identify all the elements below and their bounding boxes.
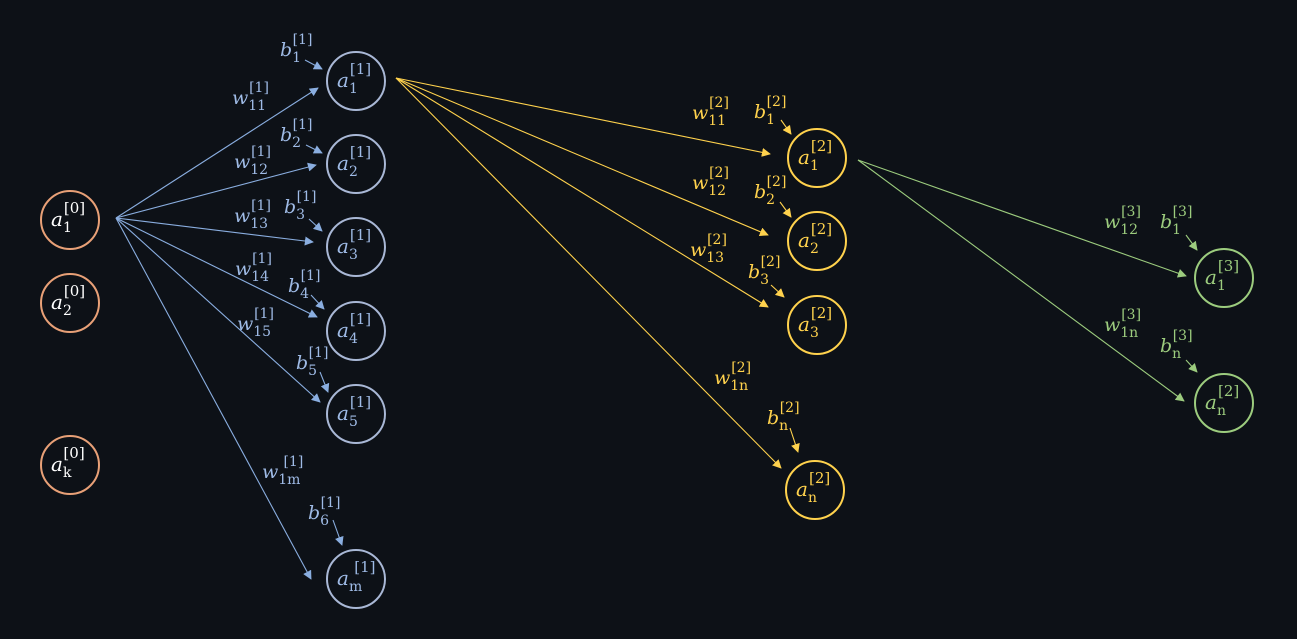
node-circle bbox=[326, 301, 386, 361]
node-input-1: a1[0] bbox=[40, 190, 100, 250]
node-label: a4[1] bbox=[337, 310, 371, 347]
node-circle bbox=[326, 134, 386, 194]
node-circle bbox=[787, 295, 847, 355]
bias-label-layer1-4: b4[1] bbox=[288, 268, 320, 302]
edge-layer1-2 bbox=[115, 162, 317, 219]
node-label: am[1] bbox=[337, 558, 375, 595]
edge-layer1-5 bbox=[115, 217, 321, 403]
node-label: a2[2] bbox=[798, 220, 832, 257]
node-layer1-5: a5[1] bbox=[326, 384, 386, 444]
bias-label-layer1-5: b5[1] bbox=[296, 345, 328, 379]
bias-label-layer1-2: b2[1] bbox=[280, 117, 312, 151]
node-layer1-3: a3[1] bbox=[326, 217, 386, 277]
bias-arrow-layer2-3 bbox=[770, 284, 785, 298]
node-circle bbox=[785, 460, 845, 520]
node-circle bbox=[787, 128, 847, 188]
node-label: a3[1] bbox=[337, 226, 371, 263]
node-circle bbox=[40, 190, 100, 250]
edge-layer1-4 bbox=[115, 217, 318, 318]
node-circle bbox=[326, 51, 386, 111]
node-input-2: a2[0] bbox=[40, 273, 100, 333]
edge-layer1-6 bbox=[115, 217, 312, 580]
weight-label-layer1-5: w15[1] bbox=[237, 306, 274, 340]
edge-layer2-4 bbox=[395, 77, 782, 469]
weight-label-layer2-2: w12[2] bbox=[692, 165, 729, 199]
node-layer1-2: a2[1] bbox=[326, 134, 386, 194]
node-circle bbox=[1194, 248, 1254, 308]
edge-layer1-1 bbox=[115, 87, 319, 219]
node-label: an[2] bbox=[796, 469, 830, 506]
bias-arrow-layer1-6 bbox=[332, 519, 344, 546]
node-label: a3[2] bbox=[798, 304, 832, 341]
node-layer1-6: am[1] bbox=[326, 549, 386, 609]
bias-label-layer1-3: b3[1] bbox=[284, 189, 316, 223]
bias-label-layer2-1: b1[2] bbox=[754, 94, 786, 128]
node-input-3: ak[0] bbox=[40, 435, 100, 495]
weight-label-layer3-2: w1n[3] bbox=[1104, 307, 1141, 341]
edge-layer2-3 bbox=[395, 77, 769, 308]
bias-arrow-layer1-3 bbox=[308, 218, 323, 232]
node-layer3-2: an[2] bbox=[1194, 373, 1254, 433]
weight-label-layer1-1: w11[1] bbox=[232, 80, 269, 114]
node-circle bbox=[787, 211, 847, 271]
node-label: a2[0] bbox=[51, 282, 85, 319]
node-circle bbox=[326, 549, 386, 609]
connection-edges bbox=[115, 77, 1187, 580]
bias-label-layer2-3: b3[2] bbox=[748, 254, 780, 288]
bias-arrow-layer1-4 bbox=[310, 294, 325, 310]
bias-label-layer2-4: bn[2] bbox=[767, 400, 800, 434]
edge-layer3-2 bbox=[857, 159, 1185, 402]
edge-layer2-1 bbox=[395, 77, 771, 157]
weight-label-layer2-1: w11[2] bbox=[692, 95, 729, 129]
node-label: an[2] bbox=[1205, 382, 1239, 419]
bias-arrow-layer2-4 bbox=[789, 427, 800, 453]
node-circle bbox=[40, 273, 100, 333]
weight-label-layer1-4: w14[1] bbox=[235, 251, 272, 285]
node-layer1-4: a4[1] bbox=[326, 301, 386, 361]
weight-label-layer1-2: w12[1] bbox=[234, 144, 271, 178]
node-circle bbox=[326, 217, 386, 277]
bias-arrow-layer1-5 bbox=[319, 371, 330, 393]
bias-arrow-layer3-1 bbox=[1185, 234, 1198, 251]
bias-arrow-layer1-2 bbox=[305, 144, 323, 154]
node-layer2-2: a2[2] bbox=[787, 211, 847, 271]
parameter-labels: w11[1] w12[1] w13[1] w14[1] w15[1] w1m[1] w11[… bbox=[232, 32, 1198, 546]
node-circle bbox=[40, 435, 100, 495]
neuron-nodes: a1[0] a2[0] ak[0] a1[1] a2[1] a3[1] a4[1] a5[1]… bbox=[40, 51, 1254, 609]
bias-label-layer1-1: b1[1] bbox=[280, 32, 312, 66]
weight-label-layer1-6: w1m[1] bbox=[262, 454, 303, 488]
node-layer1-1: a1[1] bbox=[326, 51, 386, 111]
bias-label-layer3-1: b1[3] bbox=[1160, 204, 1192, 238]
weight-label-layer2-3: w13[2] bbox=[690, 232, 727, 266]
node-circle bbox=[326, 384, 386, 444]
bias-arrow-layer2-2 bbox=[779, 201, 792, 218]
node-layer2-4: an[2] bbox=[785, 460, 845, 520]
node-label: a2[1] bbox=[337, 143, 371, 180]
bias-arrow-layer3-2 bbox=[1185, 359, 1198, 373]
node-layer2-3: a3[2] bbox=[787, 295, 847, 355]
node-label: ak[0] bbox=[51, 444, 85, 481]
edge-layer3-1 bbox=[857, 159, 1187, 278]
node-label: a1[3] bbox=[1205, 257, 1239, 294]
node-label: a1[1] bbox=[337, 60, 371, 97]
bias-arrow-layer1-1 bbox=[304, 59, 323, 70]
weight-label-layer2-4: w1n[2] bbox=[714, 360, 751, 394]
node-label: a5[1] bbox=[337, 393, 371, 430]
node-layer2-1: a1[2] bbox=[787, 128, 847, 188]
bias-label-layer2-2: b2[2] bbox=[754, 174, 786, 208]
bias-arrow-layer2-1 bbox=[780, 119, 792, 135]
bias-label-layer3-2: bn[3] bbox=[1160, 328, 1193, 362]
weight-label-layer3-1: w12[3] bbox=[1104, 204, 1141, 238]
node-label: a1[0] bbox=[51, 199, 85, 236]
node-label: a1[2] bbox=[798, 137, 832, 174]
node-circle bbox=[1194, 373, 1254, 433]
edge-layer1-3 bbox=[115, 217, 314, 246]
edge-layer2-2 bbox=[395, 77, 769, 236]
node-layer3-1: a1[3] bbox=[1194, 248, 1254, 308]
bias-label-layer1-6: b6[1] bbox=[308, 495, 340, 529]
weight-label-layer1-3: w13[1] bbox=[234, 198, 271, 232]
